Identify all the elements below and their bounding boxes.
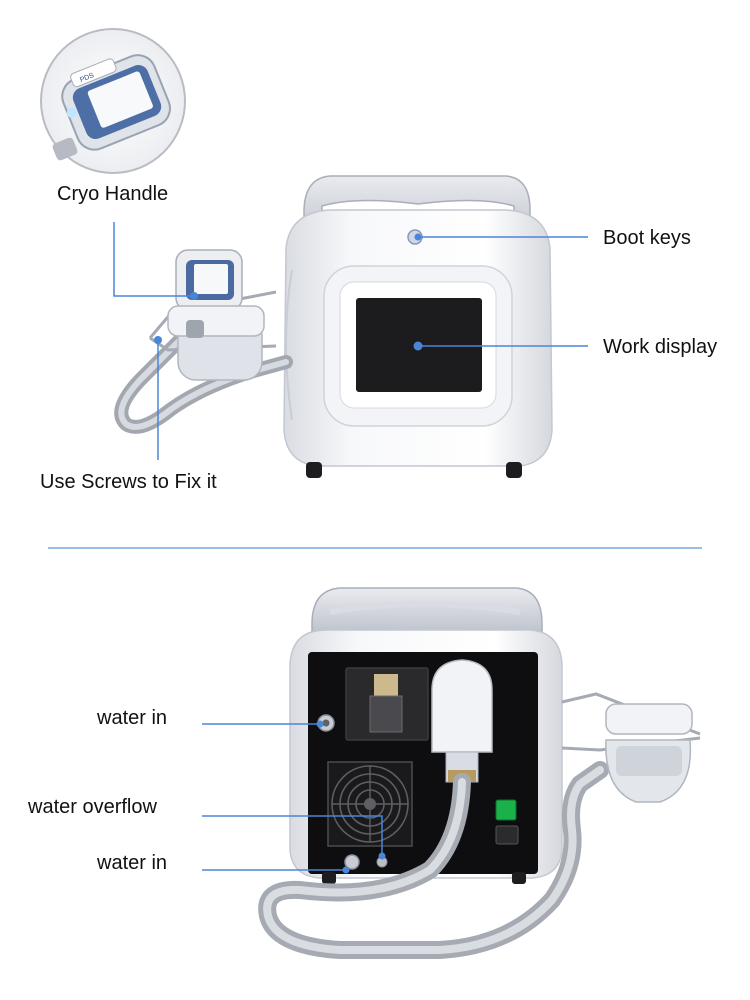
cryo-handle-inset: PDS (40, 28, 186, 174)
device-rear (289, 587, 563, 884)
label-work-display: Work display (603, 336, 718, 358)
rear-callout-dots (316, 720, 386, 874)
rear-callout-lines (202, 723, 383, 871)
front-callout-dots (154, 233, 423, 351)
label-boot-keys: Boot keys (603, 227, 691, 249)
label-use-screws: Use Screws to Fix it (40, 471, 217, 493)
label-cryo-handle: Cryo Handle (57, 183, 169, 205)
label-water-in-top: water in (97, 707, 168, 729)
fan-grill (327, 761, 413, 847)
power-switch (495, 799, 517, 821)
label-water-overflow: water overflow (28, 796, 157, 818)
cryo-handle-rear (561, 692, 701, 803)
front-callout-lines (113, 222, 588, 460)
label-water-in-bottom: water in (97, 852, 168, 874)
device-front (283, 175, 553, 478)
